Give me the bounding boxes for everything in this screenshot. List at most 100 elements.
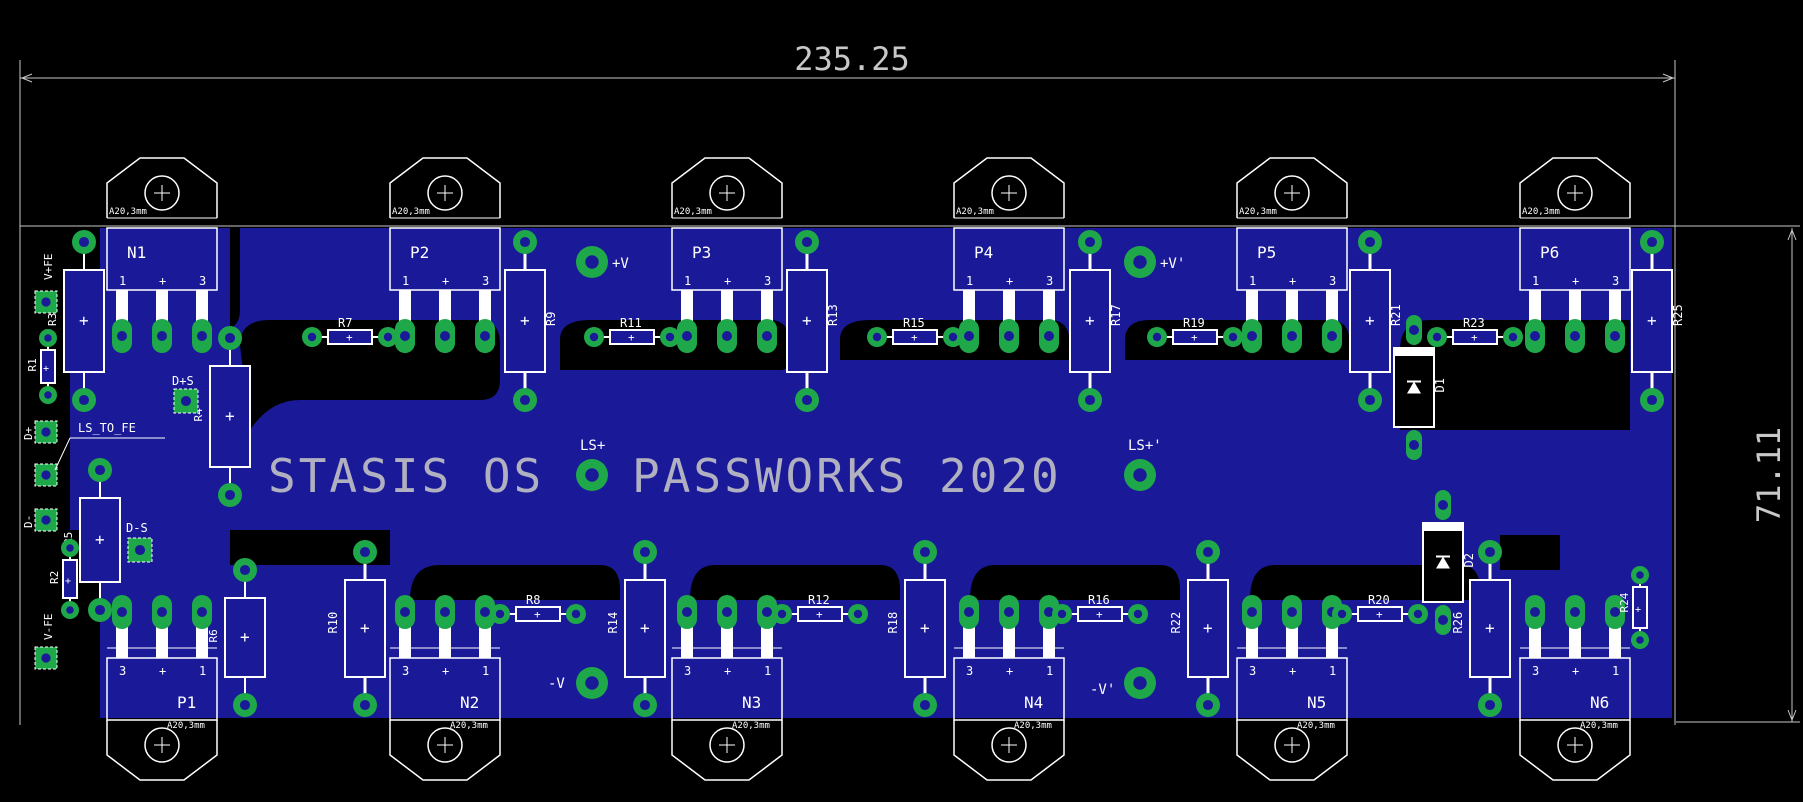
pin-label: 3 [1612, 274, 1619, 288]
pin-label: 1 [199, 664, 206, 678]
pad [677, 595, 697, 629]
pin-label: 3 [199, 274, 206, 288]
diode-D2: D2 [1422, 522, 1476, 603]
pin-label: + [1006, 664, 1013, 678]
resistor-R12: +R12 [782, 593, 858, 622]
ref-label: D1 [1433, 378, 1447, 392]
ref-label: N5 [1307, 693, 1326, 712]
pin-label: 1 [1046, 664, 1053, 678]
label-ls-to-fe: LS_TO_FE [78, 421, 136, 435]
ref-label: R25 [1671, 304, 1685, 326]
ref-label: P3 [692, 243, 711, 262]
svg-text:+: + [1647, 311, 1657, 330]
rail-pad-vplus [576, 246, 608, 278]
connector-d-plus [34, 420, 58, 444]
svg-text:+: + [628, 331, 635, 344]
pin-label: + [1572, 274, 1579, 288]
resistor-R6: +R6 [207, 570, 266, 705]
package-label: A20,3mm [956, 207, 994, 217]
label-vminus-fe: V-FE [42, 614, 55, 641]
power-resistor-R25: + R25 [1631, 242, 1685, 400]
pin-label: 3 [684, 664, 691, 678]
power-resistor-R18: +R18 [886, 552, 946, 705]
ref-label: R14 [606, 612, 620, 634]
resistor-R24: +R24 [1618, 575, 1648, 640]
pad [999, 319, 1019, 353]
pin-label: 1 [966, 274, 973, 288]
rail-pad-vminus [576, 667, 608, 699]
resistor-R16: +R16 [1062, 593, 1138, 622]
pad [112, 595, 132, 629]
rail-pad-ls-plus-2 [1124, 459, 1156, 491]
rail-pad-ls-plus [576, 459, 608, 491]
ls-to-fe-line-2 [54, 437, 71, 471]
pad [475, 595, 495, 629]
resistor-R4: +R4 [192, 338, 251, 495]
resistor-R20: +R20 [1342, 593, 1418, 622]
pin-label: 3 [1532, 664, 1539, 678]
pin-label: 3 [966, 664, 973, 678]
pad [112, 319, 132, 353]
pad [1242, 319, 1262, 353]
svg-text:+: + [346, 331, 353, 344]
pin-label: 1 [764, 664, 771, 678]
connector-vminus-fe [34, 646, 58, 670]
pad [475, 319, 495, 353]
resistor-R3: +R3 [46, 242, 105, 400]
power-resistor-R22: +R22 [1169, 552, 1229, 705]
power-resistor-R10: +R10 [326, 552, 386, 705]
label-vplus-2: +V' [1160, 256, 1185, 272]
ref-label: R1 [26, 358, 39, 371]
pin-label: + [442, 664, 449, 678]
ref-label: R17 [1109, 304, 1123, 326]
pad [152, 595, 172, 629]
resistor-R15: +R15 [877, 316, 953, 345]
svg-text:+: + [43, 364, 49, 375]
pin-label: 3 [402, 664, 409, 678]
connector-d-minus [34, 508, 58, 532]
pin-label: 1 [119, 274, 126, 288]
diode-D1: D1 [1393, 347, 1447, 428]
rail-pad-vminus-2 [1124, 667, 1156, 699]
ref-label: R15 [903, 316, 925, 330]
svg-text:+: + [1203, 619, 1213, 638]
resistor-R2: +R2 [48, 548, 78, 610]
pin-label: + [1289, 664, 1296, 678]
pin-label: 1 [402, 274, 409, 288]
connector-d-minus-s [127, 537, 153, 563]
power-resistor-R9: +R9 [504, 242, 558, 400]
pad [717, 319, 737, 353]
ref-label: R20 [1368, 593, 1390, 607]
label-ls-plus-2: LS+' [1128, 438, 1162, 454]
package-label: A20,3mm [392, 207, 430, 217]
pad [395, 319, 415, 353]
ref-label: N2 [460, 693, 479, 712]
svg-text:+: + [911, 331, 918, 344]
pad [757, 319, 777, 353]
resistor-R8: +R8 [500, 593, 576, 622]
pin-label: 1 [482, 664, 489, 678]
package-label: A20,3mm [450, 721, 488, 731]
package-label: A20,3mm [167, 721, 205, 731]
svg-text:+: + [802, 311, 812, 330]
svg-text:+: + [1485, 619, 1495, 638]
package-label: A20,3mm [1297, 721, 1335, 731]
ref-label: R9 [544, 312, 558, 326]
label-d-plus-s: D+S [172, 374, 194, 388]
pin-label: 3 [1329, 274, 1336, 288]
pin-label: 1 [684, 274, 691, 288]
connector-pad [34, 463, 58, 487]
pad [757, 595, 777, 629]
pin-label: 1 [1612, 664, 1619, 678]
pin-label: + [1572, 664, 1579, 678]
resistor-R23: +R23 [1437, 316, 1513, 345]
pin-label: 1 [1249, 274, 1256, 288]
pin-label: + [1006, 274, 1013, 288]
svg-text:+: + [1365, 311, 1375, 330]
pad [1322, 319, 1342, 353]
pad [1605, 595, 1625, 629]
svg-text:+: + [1096, 608, 1103, 621]
resistor-R1: + R1 [26, 338, 56, 395]
